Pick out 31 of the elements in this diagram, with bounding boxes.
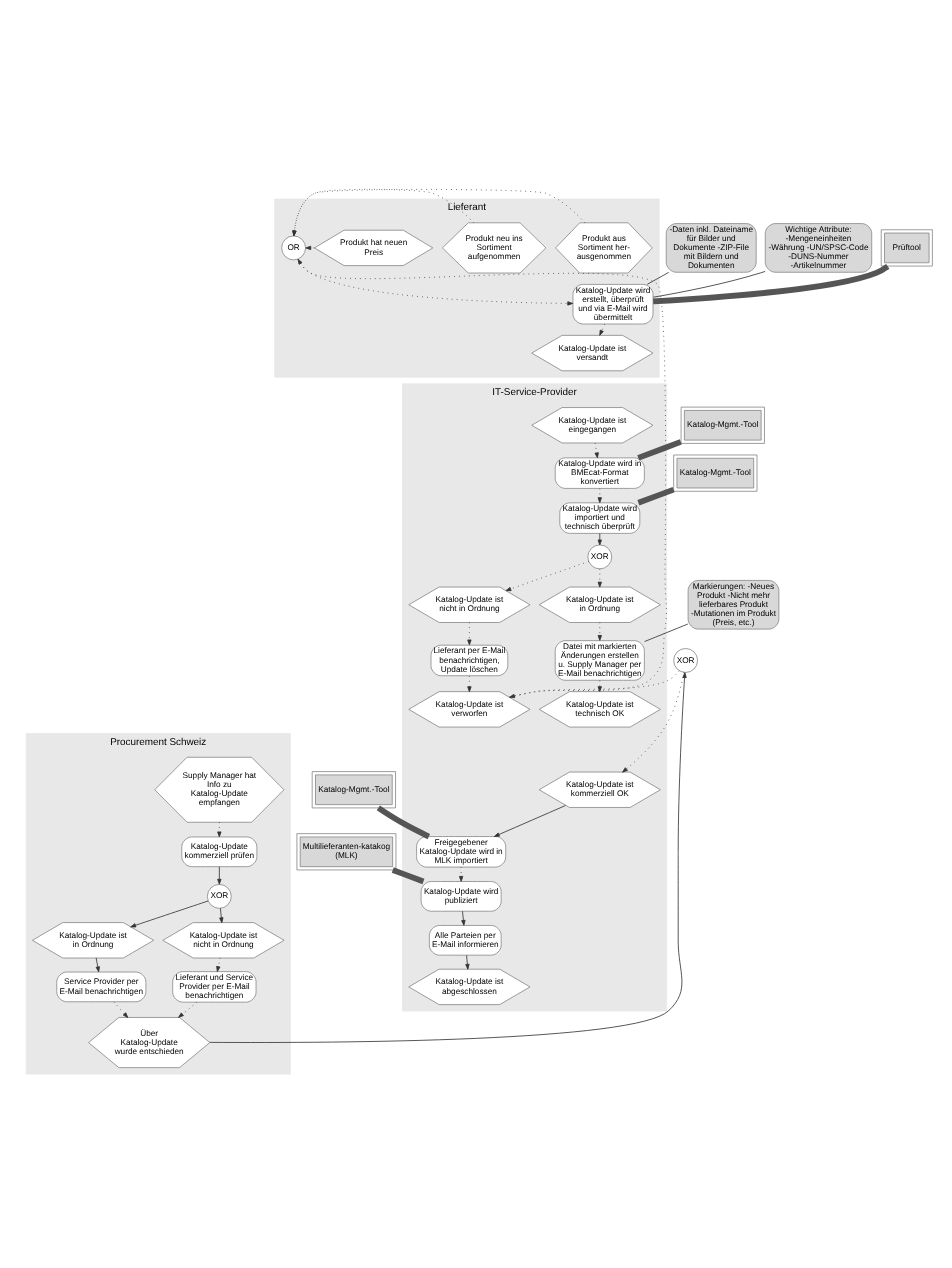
arrow xyxy=(509,669,680,698)
arrow xyxy=(465,953,470,969)
arrow xyxy=(297,257,574,305)
arrow xyxy=(209,671,687,1042)
arrow xyxy=(292,187,475,236)
arrow xyxy=(597,532,602,545)
arrow xyxy=(219,906,224,923)
arrow xyxy=(178,1000,198,1017)
arrow xyxy=(305,244,315,250)
arrow xyxy=(597,487,602,503)
arrow xyxy=(113,1000,129,1018)
connector xyxy=(644,622,689,641)
arrow xyxy=(622,671,685,772)
connector xyxy=(646,270,670,284)
arrow xyxy=(130,899,209,927)
arrow xyxy=(493,804,566,836)
arrow xyxy=(217,865,222,884)
arrow xyxy=(467,621,472,645)
connector xyxy=(391,866,425,884)
arrow xyxy=(216,956,221,971)
arrow xyxy=(95,956,100,972)
arrow xyxy=(292,187,586,236)
arrow xyxy=(505,560,590,591)
connector xyxy=(376,804,431,839)
arrow xyxy=(461,909,466,925)
connector xyxy=(637,485,675,505)
arrow xyxy=(297,257,667,697)
connector xyxy=(653,262,890,304)
arrow xyxy=(597,621,602,640)
connector xyxy=(652,270,766,297)
connector xyxy=(637,438,682,460)
